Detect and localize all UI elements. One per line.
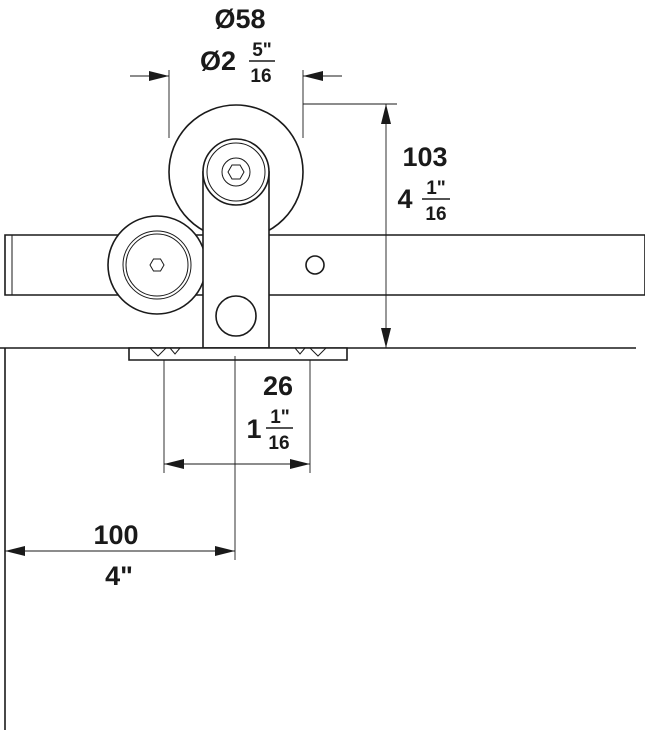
dimension-height (303, 103, 397, 349)
wheel-diameter-num: 5" (252, 40, 272, 61)
offset-imperial: 4" (105, 561, 133, 591)
mounting-plate (128, 347, 348, 361)
wheel-diameter-den: 16 (250, 66, 271, 87)
hanger-strap (202, 138, 270, 349)
plate-width-metric: 26 (263, 371, 293, 401)
wheel-diameter-metric: Ø58 (214, 4, 265, 34)
track-rail (4, 234, 645, 296)
height-imperial-whole: 4 (397, 184, 412, 214)
dimension-wheel-diameter (130, 70, 342, 138)
plate-width-den: 16 (268, 433, 289, 454)
height-num: 1" (426, 178, 446, 199)
label-height: 103 4 1" 16 (397, 142, 450, 225)
hex-socket-icon (227, 164, 245, 180)
wheel-diameter-imperial-prefix: Ø2 (200, 46, 236, 76)
hex-bolt-icon (149, 258, 165, 272)
height-den: 16 (425, 204, 446, 225)
dimension-plate-width (163, 360, 311, 473)
label-offset: 100 4" (93, 520, 138, 591)
label-wheel-diameter: Ø58 Ø2 5" 16 (200, 4, 275, 87)
label-plate-width: 26 1 1" 16 (246, 371, 293, 454)
plate-width-imperial-whole: 1 (246, 414, 261, 444)
strap-bolt (215, 295, 257, 337)
offset-metric: 100 (93, 520, 138, 550)
height-metric: 103 (402, 142, 447, 172)
rail-mounting-hole (305, 255, 325, 275)
plate-width-num: 1" (270, 407, 290, 428)
guide-wheel (107, 215, 207, 315)
dimension-offset (5, 356, 236, 560)
